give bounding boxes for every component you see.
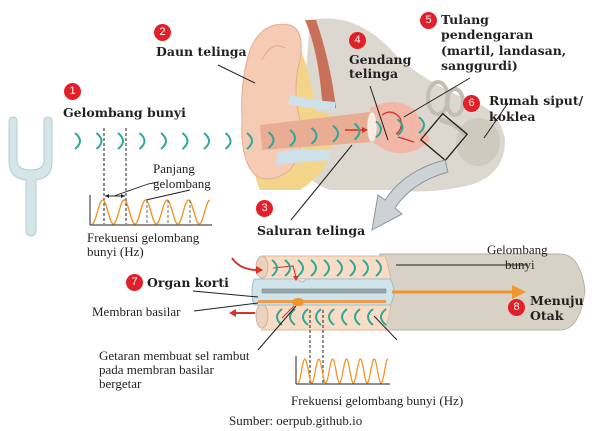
- cochlea-upper-arc: [349, 259, 356, 277]
- badge-4: 4: [349, 32, 366, 49]
- badge-7: 7: [126, 274, 143, 291]
- cochlea-lower-arc: [341, 308, 348, 326]
- sound-wave-arc: [160, 132, 167, 150]
- cochlea-upper-arc: [375, 259, 382, 277]
- cochlea-lower-arc: [367, 308, 374, 326]
- label-to-brain-line2: Otak: [530, 308, 564, 323]
- cochlea-upper-arc: [284, 259, 291, 277]
- badge-8: 8: [508, 299, 525, 316]
- cochlea-lower-arc: [380, 308, 387, 326]
- sound-wave-arc: [95, 132, 103, 150]
- cochlea-upper-arc: [362, 259, 369, 277]
- label-cochlea-line2: koklea: [489, 109, 536, 124]
- frequency-graph-bottom: [295, 310, 390, 385]
- label-vibration-line2: pada membran basilar: [99, 362, 214, 377]
- sound-wave-arc: [418, 116, 425, 134]
- cochlea-lower-arc: [354, 308, 361, 326]
- cochlea-upper-arc: [310, 259, 317, 277]
- sound-wave-arc: [203, 132, 210, 150]
- cochlea-lower-arc: [328, 308, 335, 326]
- cochlea-lower-arc: [302, 308, 309, 326]
- label-to-brain-line1: Menuju: [530, 293, 584, 308]
- cochlea-lower-arc: [315, 308, 322, 326]
- label-basilar-membrane: Membran basilar: [92, 304, 181, 319]
- label-frequency-top-line2: bunyi (Hz): [87, 244, 144, 259]
- badge-3: 3: [256, 200, 273, 217]
- label-ossicles-line2: pendengaran: [441, 27, 534, 42]
- cochlea-tube: [229, 253, 586, 331]
- label-sound-wave-tube-line1: Gelombang: [487, 242, 548, 257]
- cochlea-upper-arc: [323, 259, 330, 277]
- label-sound-wave: Gelombang bunyi: [63, 105, 186, 120]
- sound-wave-arc: [332, 124, 339, 143]
- label-eardrum-line2: telinga: [349, 66, 399, 81]
- label-ossicles-line1: Tulang: [441, 12, 489, 27]
- cochlea-upper-arc: [271, 259, 278, 277]
- sound-wave-arc: [289, 129, 296, 147]
- label-frequency-top-line1: Frekuensi gelombang: [87, 230, 200, 245]
- sound-wave-arc: [74, 132, 81, 150]
- leader-lines: [192, 64, 528, 351]
- label-wavelength-line2: gelombang: [153, 176, 211, 191]
- label-ear-canal: Saluran telinga: [257, 223, 366, 238]
- ear-anatomy: [241, 18, 505, 192]
- sound-wave-arc: [138, 132, 146, 150]
- zoom-arrow-icon: [371, 159, 449, 231]
- cochlea-wave-arcs: [271, 259, 387, 326]
- badge-5: 5: [420, 12, 437, 29]
- badge-2: 2: [154, 24, 171, 41]
- label-ossicles-line4: sanggurdi): [441, 58, 518, 73]
- label-frequency-bottom: Frekuensi gelombang bunyi (Hz): [291, 393, 464, 408]
- label-ossicles-line3: (martil, landasan,: [441, 43, 567, 58]
- label-vibration-line3: bergetar: [99, 376, 142, 391]
- sound-wave-arcs: [74, 116, 425, 150]
- label-pinna: Daun telinga: [156, 44, 247, 59]
- sound-wave-arc: [375, 120, 382, 139]
- label-vibration-line1: Getaran membuat sel rambut: [99, 348, 250, 363]
- sound-wave-arc: [181, 132, 189, 150]
- tuning-fork-icon: [8, 116, 53, 237]
- sound-wave-arc: [246, 132, 253, 150]
- sound-wave-arc: [224, 132, 232, 150]
- sound-wave-arc: [396, 118, 404, 137]
- wavelength-markers: [103, 128, 191, 224]
- sound-wave-arc: [353, 122, 361, 141]
- sound-wave-arc: [310, 127, 318, 145]
- cochlea-lower-arc: [289, 308, 296, 326]
- cochlea-upper-arc: [297, 259, 304, 277]
- label-wavelength-line1: Panjang: [153, 161, 195, 176]
- sound-wave-arc: [267, 131, 275, 149]
- label-eardrum-line1: Gendang: [349, 52, 412, 67]
- sound-wave-arc: [117, 132, 124, 150]
- label-organ-of-corti: Organ korti: [147, 275, 229, 290]
- badge-6: 6: [463, 95, 480, 112]
- badge-1: 1: [64, 83, 81, 100]
- label-cochlea-line1: Rumah siput/: [489, 93, 584, 108]
- source-caption: Sumber: oerpub.github.io: [229, 413, 363, 428]
- frequency-graph-top: [89, 195, 212, 226]
- cochlea-upper-arc: [336, 259, 343, 277]
- label-sound-wave-tube-line2: bunyi: [505, 257, 535, 272]
